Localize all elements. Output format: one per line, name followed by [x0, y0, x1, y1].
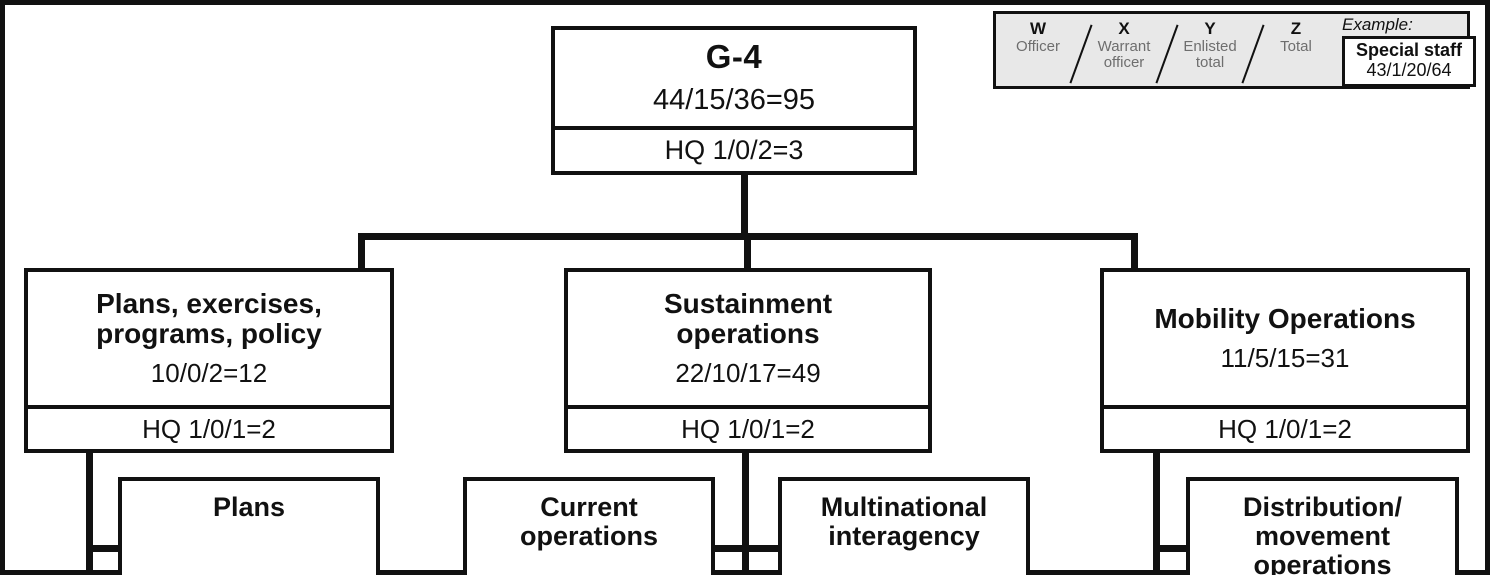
connector-trunk-mobility — [1153, 451, 1160, 575]
node-mobility-operations[interactable]: Mobility Operations 11/5/15=31 HQ 1/0/1=… — [1100, 268, 1470, 453]
connector-stub-plans — [86, 545, 124, 552]
node-plans-exercises-strength: 10/0/2=12 — [150, 358, 268, 389]
node-distribution-movement-operations[interactable]: Distribution/ movement operations — [1186, 477, 1459, 575]
connector-stub-distribution — [1153, 545, 1192, 552]
slash-divider-icon — [1246, 19, 1260, 86]
node-plans-exercises-hq: HQ 1/0/1=2 — [28, 405, 390, 449]
node-plans-exercises-title: Plans, exercises, programs, policy — [96, 287, 322, 350]
node-g4-strength: 44/15/36=95 — [652, 83, 816, 116]
legend-code-x: X Warrant officer — [1088, 19, 1160, 72]
node-mobility-operations-body: Mobility Operations 11/5/15=31 — [1104, 272, 1466, 405]
connector-trunk-plans-exercises — [86, 451, 93, 575]
node-g4-title: G-4 — [705, 38, 763, 76]
legend-code-y-letter: Y — [1204, 19, 1216, 38]
node-distribution-movement-operations-body: Distribution/ movement operations — [1190, 481, 1455, 575]
connector-drop-sustainment — [744, 233, 751, 271]
legend-example-name: Special staff — [1355, 39, 1463, 60]
legend-code-x-desc: Warrant officer — [1097, 37, 1151, 72]
legend-code-w: W Officer — [1002, 19, 1074, 55]
node-g4-body: G-4 44/15/36=95 — [555, 30, 913, 126]
legend-example: Example: Special staff 43/1/20/64 — [1332, 14, 1484, 88]
legend-code-z-desc: Total — [1280, 37, 1312, 55]
node-sustainment-operations-hq: HQ 1/0/1=2 — [568, 405, 928, 449]
legend-code-y: Y Enlisted total — [1174, 19, 1246, 72]
node-current-operations-body: Current operations — [467, 481, 711, 575]
slash-divider-icon — [1074, 19, 1088, 86]
node-plans-body: Plans — [122, 481, 376, 575]
node-plans-exercises-body: Plans, exercises, programs, policy 10/0/… — [28, 272, 390, 405]
node-plans[interactable]: Plans — [118, 477, 380, 575]
node-g4-hq: HQ 1/0/2=3 — [555, 126, 913, 171]
node-sustainment-operations-body: Sustainment operations 22/10/17=49 — [568, 272, 928, 405]
legend-example-box: Special staff 43/1/20/64 — [1342, 35, 1476, 88]
node-g4[interactable]: G-4 44/15/36=95 HQ 1/0/2=3 — [551, 26, 917, 175]
node-multinational-interagency[interactable]: Multinational interagency — [778, 477, 1030, 575]
node-plans-title: Plans — [212, 492, 286, 522]
node-mobility-operations-title: Mobility Operations — [1154, 303, 1416, 335]
node-sustainment-operations[interactable]: Sustainment operations 22/10/17=49 HQ 1/… — [564, 268, 932, 453]
connector-stub-current-operations — [709, 545, 749, 552]
node-plans-exercises[interactable]: Plans, exercises, programs, policy 10/0/… — [24, 268, 394, 453]
node-sustainment-operations-strength: 22/10/17=49 — [675, 358, 821, 389]
legend-example-label: Example: — [1342, 15, 1413, 34]
node-current-operations-title: Current operations — [519, 492, 659, 552]
connector-drop-plans-exercises — [358, 233, 365, 271]
legend-code-x-letter: X — [1118, 19, 1130, 38]
connector-g4-stem — [741, 175, 748, 237]
node-multinational-interagency-body: Multinational interagency — [782, 481, 1026, 575]
legend-code-z-letter: Z — [1290, 19, 1302, 38]
node-distribution-movement-operations-title: Distribution/ movement operations — [1243, 492, 1402, 575]
legend-code-w-letter: W — [1029, 19, 1047, 38]
legend-code-w-desc: Officer — [1016, 37, 1060, 55]
legend-code-z: Z Total — [1260, 19, 1332, 55]
node-multinational-interagency-title: Multinational interagency — [820, 492, 988, 552]
node-mobility-operations-hq: HQ 1/0/1=2 — [1104, 405, 1466, 449]
node-mobility-operations-strength: 11/5/15=31 — [1220, 343, 1350, 374]
connector-drop-mobility — [1131, 233, 1138, 271]
legend-code-y-desc: Enlisted total — [1183, 37, 1237, 72]
legend-example-numbers: 43/1/20/64 — [1366, 60, 1452, 81]
node-sustainment-operations-title: Sustainment operations — [663, 287, 833, 350]
slash-divider-icon — [1160, 19, 1174, 86]
node-current-operations[interactable]: Current operations — [463, 477, 715, 575]
connector-stub-multinational — [742, 545, 784, 552]
legend-codes: W Officer X Warrant officer Y Enlisted t… — [996, 14, 1332, 86]
connector-trunk-sustainment — [742, 451, 749, 575]
legend-panel: W Officer X Warrant officer Y Enlisted t… — [993, 11, 1476, 89]
